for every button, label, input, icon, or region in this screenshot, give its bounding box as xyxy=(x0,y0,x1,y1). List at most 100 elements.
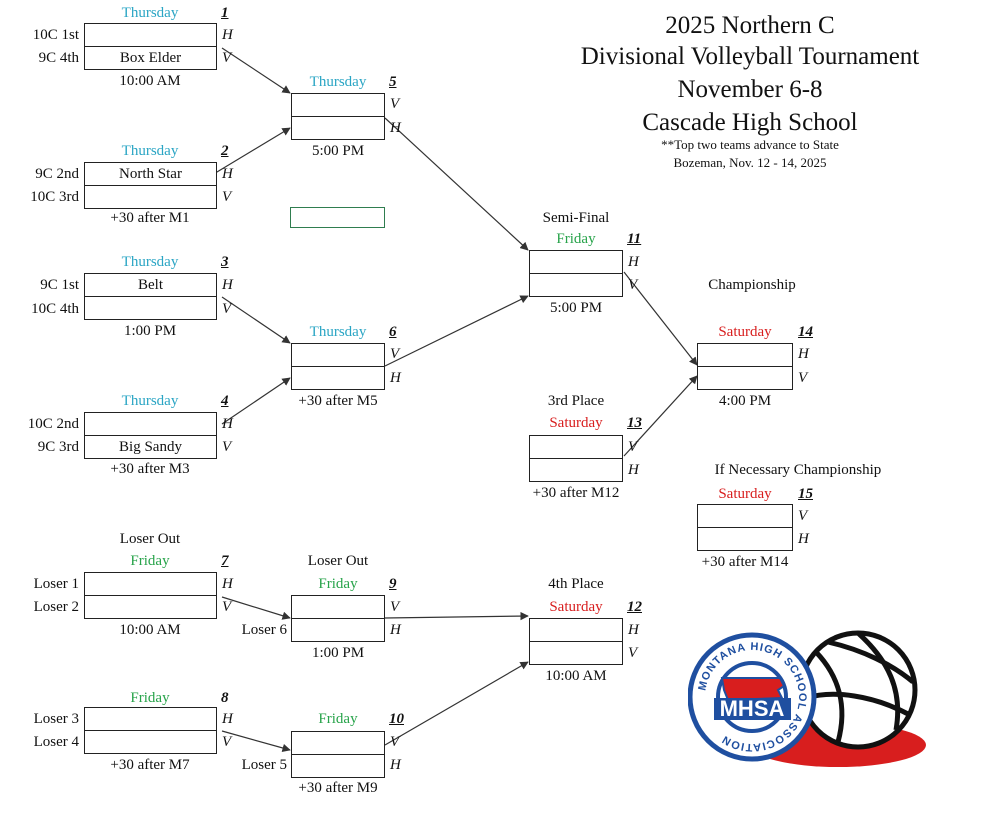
match-3-team-top: Belt xyxy=(138,277,163,293)
match-8-slot-bottom[interactable] xyxy=(84,730,217,754)
match-15-hv-bottom: H xyxy=(798,531,809,547)
match-6-hv-bottom: H xyxy=(390,370,401,386)
match-6-slot-bottom[interactable] xyxy=(291,366,385,390)
mhsa-logo: MONTANA HIGH SCHOOL ASSOCIATION MHSA xyxy=(688,630,926,767)
connector-m6-m11 xyxy=(384,295,529,367)
match-14-slot-top[interactable] xyxy=(697,343,793,367)
match-9-hv-bottom: H xyxy=(390,622,401,638)
match-2-seed-bottom: 10C 3rd xyxy=(30,189,79,205)
match-7-slot-bottom[interactable] xyxy=(84,595,217,619)
match-3-hv-bottom: V xyxy=(222,301,232,317)
match-11-slot-bottom[interactable] xyxy=(529,273,623,297)
match-8-day: Friday xyxy=(130,690,170,706)
state-note: **Top two teams advance to State xyxy=(661,137,839,152)
match-4-team-bottom: Big Sandy xyxy=(119,439,182,455)
match-1-hv-top: H xyxy=(222,27,233,43)
match-4-slot-bottom[interactable]: Big Sandy xyxy=(84,435,217,459)
match-5-slot-top[interactable] xyxy=(291,93,385,117)
state-location-note: Bozeman, Nov. 12 - 14, 2025 xyxy=(673,155,827,170)
match-4-hv-bottom: V xyxy=(222,439,232,455)
match-8-hv-top: H xyxy=(222,711,233,727)
match-12-slot-bottom[interactable] xyxy=(529,641,623,665)
match-3-slot-top[interactable]: Belt xyxy=(84,273,217,297)
match-2-day: Thursday xyxy=(121,143,179,159)
match-3-number: 3 xyxy=(221,254,229,270)
match-2-hv-bottom: V xyxy=(222,189,232,205)
match-2-team-top: North Star xyxy=(119,166,182,182)
match-11-number: 11 xyxy=(627,231,642,247)
montana-map-icon xyxy=(720,677,786,702)
match-11-time: 5:00 PM xyxy=(549,300,603,316)
match-10-slot-top[interactable] xyxy=(291,731,385,755)
match-15-slot-top[interactable] xyxy=(697,504,793,528)
match-4-day: Thursday xyxy=(121,393,179,409)
match-12-slot-top[interactable] xyxy=(529,618,623,642)
connector-m10-m12 xyxy=(384,661,529,746)
match-8-seed-top: Loser 3 xyxy=(33,711,79,727)
match-3-hv-top: H xyxy=(222,277,233,293)
match-3-day: Thursday xyxy=(121,254,179,270)
match-7-time: 10:00 AM xyxy=(119,622,181,638)
match-15-day: Saturday xyxy=(718,486,772,502)
loser-out-label-9: Loser Out xyxy=(307,553,369,569)
match-15-hv-top: V xyxy=(798,508,808,524)
match-12-time: 10:00 AM xyxy=(545,668,607,684)
fourth-place-label: 4th Place xyxy=(548,576,604,592)
match-4-seed-bottom: 9C 3rd xyxy=(37,439,79,455)
match-7-day: Friday xyxy=(130,553,170,569)
match-10-hv-top: V xyxy=(390,734,400,750)
match-1-day: Thursday xyxy=(121,5,179,21)
match-10-number: 10 xyxy=(389,711,404,727)
match-10-hv-bottom: H xyxy=(390,757,401,773)
match-8-slot-top[interactable] xyxy=(84,707,217,731)
match-15-slot-bottom[interactable] xyxy=(697,527,793,551)
match-13-number: 13 xyxy=(627,415,642,431)
match-12-hv-top: H xyxy=(628,622,639,638)
match-11-day: Friday xyxy=(556,231,596,247)
match-11-hv-bottom: V xyxy=(628,277,638,293)
match-13-hv-bottom: H xyxy=(628,462,639,478)
match-8-time: +30 after M7 xyxy=(110,757,190,773)
match-7-slot-top[interactable] xyxy=(84,572,217,596)
match-2-number: 2 xyxy=(221,143,229,159)
match-4-slot-top[interactable] xyxy=(84,412,217,436)
match-5-day: Thursday xyxy=(309,74,367,90)
match-13-slot-top[interactable] xyxy=(529,435,623,459)
connector-m7-m9 xyxy=(221,596,291,620)
match-5-number: 5 xyxy=(389,74,397,90)
connector-m11-m14 xyxy=(623,271,698,366)
match-4-hv-top: H xyxy=(222,416,233,432)
match-3-slot-bottom[interactable] xyxy=(84,296,217,320)
match-3-seed-top: 9C 1st xyxy=(40,277,79,293)
match-9-day: Friday xyxy=(318,576,358,592)
match-9-number: 9 xyxy=(389,576,397,592)
match-14-hv-bottom: V xyxy=(798,370,808,386)
match-2-slot-top[interactable]: North Star xyxy=(84,162,217,186)
connector-m1-m5 xyxy=(221,47,291,94)
connector-m3-m6 xyxy=(221,296,291,344)
match-10-slot-bottom[interactable] xyxy=(291,754,385,778)
match-1-slot-top[interactable] xyxy=(84,23,217,47)
championship-label: Championship xyxy=(708,277,796,293)
match-2-slot-bottom[interactable] xyxy=(84,185,217,209)
match-12-number: 12 xyxy=(627,599,642,615)
match-9-slot-top[interactable] xyxy=(291,595,385,619)
match-1-seed-bottom: 9C 4th xyxy=(38,50,79,66)
title-line-1: 2025 Northern C xyxy=(665,12,835,39)
match-9-slot-bottom[interactable] xyxy=(291,618,385,642)
match-14-slot-bottom[interactable] xyxy=(697,366,793,390)
match-5-time: 5:00 PM xyxy=(311,143,365,159)
empty-green-box xyxy=(290,207,385,228)
match-1-slot-bottom[interactable]: Box Elder xyxy=(84,46,217,70)
match-13-slot-bottom[interactable] xyxy=(529,458,623,482)
if-necessary-label: If Necessary Championship xyxy=(714,462,882,478)
match-14-time: 4:00 PM xyxy=(718,393,772,409)
match-13-hv-top: V xyxy=(628,439,638,455)
match-5-slot-bottom[interactable] xyxy=(291,116,385,140)
match-6-slot-top[interactable] xyxy=(291,343,385,367)
mhsa-logo-text: MHSA xyxy=(720,696,785,721)
connector-m9-m12 xyxy=(384,611,529,621)
match-12-hv-bottom: V xyxy=(628,645,638,661)
match-11-slot-top[interactable] xyxy=(529,250,623,274)
